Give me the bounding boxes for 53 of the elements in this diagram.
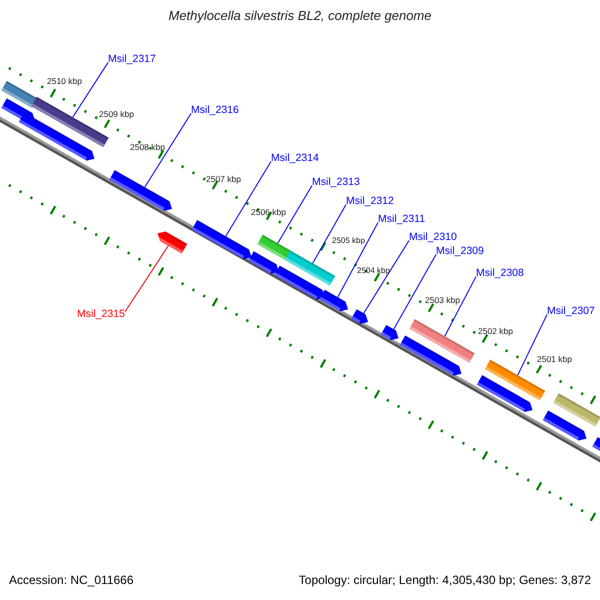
gene-bar	[274, 266, 325, 300]
scale-label: 2508 kbp	[130, 143, 165, 152]
leader-line	[225, 161, 272, 237]
gene-label: Msil_2310	[409, 232, 457, 244]
scale-label: 2506 kbp	[251, 208, 286, 218]
gene-label: Msil_2311	[378, 214, 426, 226]
gene-label: Msil_2317	[108, 54, 156, 66]
gene-label: Msil_2315	[77, 309, 125, 321]
scale-label: 2507 kbp	[206, 175, 241, 184]
leader-line	[277, 185, 312, 244]
gene-label: Msil_2307	[547, 306, 595, 318]
gene-bar	[192, 220, 252, 260]
gene-bar	[592, 437, 600, 454]
gene-bar	[284, 250, 336, 286]
gene-bar	[351, 309, 368, 324]
scale-label: 2503 kbp	[425, 296, 460, 306]
gene-bar	[154, 232, 188, 254]
scale-label: 2505 kbp	[332, 237, 365, 246]
scale-label: 2502 kbp	[478, 327, 513, 336]
leader-line	[444, 276, 476, 337]
diagram-title: Methylocella silvestris BL2, complete genome	[167, 9, 432, 24]
gene-label: Msil_2313	[312, 177, 360, 189]
gene-bar	[542, 410, 587, 440]
gene-label: Msil_2308	[476, 268, 524, 280]
genome-info-text: Topology: circular; Length: 4,305,430 bp; Genes: 3,872	[298, 574, 591, 588]
gene-label: Msil_2314	[271, 153, 319, 165]
scale-label: 2501 kbp	[537, 355, 572, 364]
gene-bar	[18, 112, 95, 161]
leader-line	[124, 245, 169, 312]
accession-text: Accession: NC_011666	[9, 574, 134, 588]
gene-label: Msil_2316	[191, 105, 239, 117]
scale-label: 2509 kbp	[99, 110, 134, 120]
gene-bar	[553, 393, 600, 427]
scale-label: 2510 kbp	[47, 77, 82, 86]
gene-bar	[257, 234, 293, 262]
gene-bar	[409, 319, 475, 363]
gene-bar	[319, 290, 348, 312]
leader-line	[144, 113, 192, 188]
leader-line	[72, 62, 108, 118]
scale-label: 2504 kbp	[357, 267, 390, 276]
gene-label: Msil_2312	[346, 196, 394, 208]
leader-line	[337, 222, 378, 298]
gene-bar	[380, 324, 398, 340]
gene-bar	[109, 170, 172, 211]
leader-line	[393, 254, 436, 330]
gene-bar	[248, 251, 279, 274]
leader-line	[312, 204, 346, 264]
gene-bar	[1, 80, 38, 108]
leader-line	[517, 314, 548, 376]
leader-line	[363, 240, 410, 314]
gene-bar	[476, 375, 533, 412]
gene-bar	[400, 335, 462, 376]
gene-label: Msil_2309	[436, 246, 484, 258]
